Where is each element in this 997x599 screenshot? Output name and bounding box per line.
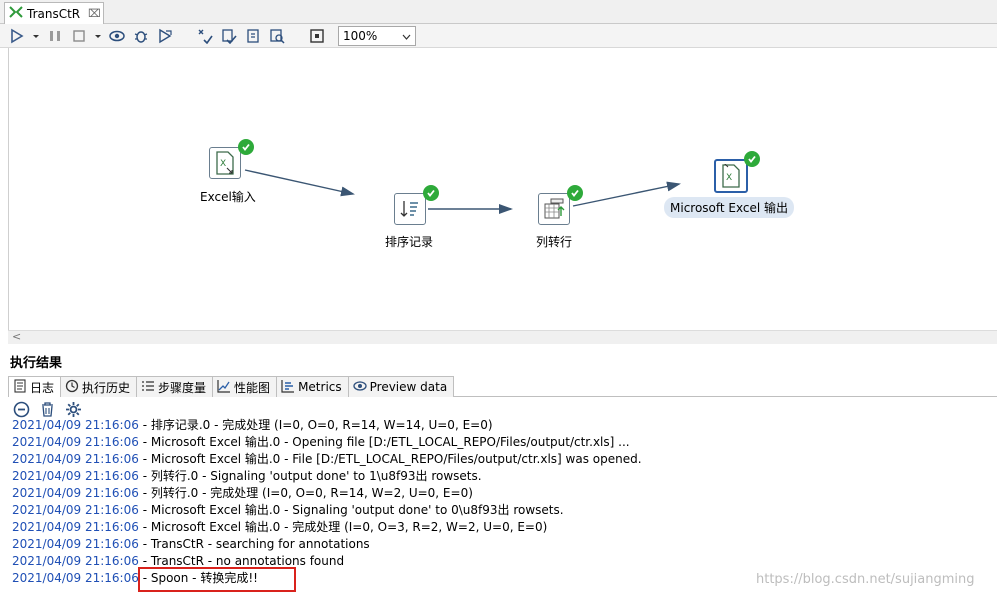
line-chart-icon	[217, 379, 231, 396]
watermark: https://blog.csdn.net/sujiangming	[756, 572, 975, 587]
hops-layer	[244, 169, 681, 214]
tab-step-metrics[interactable]: 步骤度量	[136, 376, 214, 397]
tab-label: 性能图	[234, 380, 271, 395]
fit-screen-icon[interactable]	[308, 27, 326, 45]
log-timestamp: 2021/04/09 21:16:06	[12, 435, 139, 449]
run-icon[interactable]	[8, 27, 26, 45]
scroll-left-icon[interactable]: <	[12, 330, 22, 343]
denormaliser-icon	[538, 193, 570, 225]
log-message: - Microsoft Excel 输出.0 - Signaling 'outp…	[138, 503, 564, 517]
tab-label: 日志	[30, 380, 55, 395]
log-timestamp: 2021/04/09 21:16:06	[12, 503, 139, 517]
log-line: 2021/04/09 21:16:06 - Microsoft Excel 输出…	[12, 434, 997, 451]
trash-icon[interactable]	[38, 400, 56, 418]
replay-icon[interactable]	[156, 27, 174, 45]
log-timestamp: 2021/04/09 21:16:06	[12, 520, 139, 534]
editor-tab-bar: TransCtR ⌧	[0, 0, 997, 24]
stop-icon[interactable]	[70, 27, 88, 45]
log-line: 2021/04/09 21:16:06 - TransCtR - no anno…	[12, 553, 997, 570]
log-timestamp: 2021/04/09 21:16:06	[12, 418, 139, 432]
log-line: 2021/04/09 21:16:06 - 排序记录.0 - 完成处理 (I=0…	[12, 417, 997, 434]
log-message: - 列转行.0 - Signaling 'output done' to 1\u…	[138, 469, 482, 483]
stop-dropdown-icon[interactable]	[94, 27, 102, 45]
sql-icon[interactable]	[244, 27, 262, 45]
tab-preview-data[interactable]: Preview data	[347, 376, 455, 397]
excel-file-icon: X	[209, 147, 241, 179]
tab-label: 步骤度量	[158, 380, 207, 395]
log-timestamp: 2021/04/09 21:16:06	[12, 537, 139, 551]
tab-title: TransCtR	[27, 6, 81, 21]
log-message: - Spoon - 转换完成!!	[138, 571, 258, 585]
log-timestamp: 2021/04/09 21:16:06	[12, 486, 139, 500]
numbered-list-icon	[141, 379, 155, 396]
log-line: 2021/04/09 21:16:06 - Microsoft Excel 输出…	[12, 519, 997, 536]
log-message: - Microsoft Excel 输出.0 - Opening file [D…	[138, 435, 630, 449]
excel-output-icon: X	[714, 159, 748, 193]
run-dropdown-icon[interactable]	[32, 27, 40, 45]
results-tabs: 日志 执行历史 步骤度量 性能图 Metrics Preview data	[8, 376, 997, 397]
log-message: - 排序记录.0 - 完成处理 (I=0, O=0, R=14, W=14, U…	[138, 418, 493, 432]
success-check-icon	[567, 185, 583, 201]
svg-text:X: X	[220, 159, 226, 169]
log-timestamp: 2021/04/09 21:16:06	[12, 571, 139, 585]
transformation-canvas[interactable]: X Excel输入 排序记录 列转行 X Micr	[8, 48, 997, 330]
pause-icon[interactable]	[46, 27, 64, 45]
hop-denorm-to-output[interactable]	[572, 181, 681, 207]
step-label: Excel输入	[200, 190, 256, 204]
log-timestamp: 2021/04/09 21:16:06	[12, 469, 139, 483]
success-check-icon	[238, 139, 254, 155]
tab-execution-history[interactable]: 执行历史	[60, 376, 138, 397]
debug-icon[interactable]	[132, 27, 150, 45]
log-line: 2021/04/09 21:16:06 - Microsoft Excel 输出…	[12, 502, 997, 519]
success-check-icon	[744, 151, 760, 167]
log-line: 2021/04/09 21:16:06 - 列转行.0 - Signaling …	[12, 468, 997, 485]
log-timestamp: 2021/04/09 21:16:06	[12, 554, 139, 568]
verify-icon[interactable]	[196, 27, 214, 45]
tab-label: Preview data	[369, 380, 448, 394]
explore-db-icon[interactable]	[268, 27, 286, 45]
log-message: - Microsoft Excel 输出.0 - File [D:/ETL_LO…	[138, 452, 642, 466]
log-line: 2021/04/09 21:16:06 - Microsoft Excel 输出…	[12, 451, 997, 468]
log-timestamp: 2021/04/09 21:16:06	[12, 452, 139, 466]
log-line: 2021/04/09 21:16:06 - Spoon - 转换完成!!	[12, 570, 997, 587]
impact-analysis-icon[interactable]	[220, 27, 238, 45]
preview-icon[interactable]	[108, 27, 126, 45]
tab-performance-graph[interactable]: 性能图	[212, 376, 278, 397]
svg-text:X: X	[726, 173, 732, 183]
clock-icon	[65, 379, 79, 396]
step-label: 排序记录	[385, 235, 434, 249]
log-icon	[13, 378, 27, 396]
close-tab-icon[interactable]: ⌧	[88, 7, 101, 20]
log-toolbar	[12, 400, 82, 418]
canvas-horizontal-scrollbar[interactable]: <	[8, 330, 997, 344]
tab-label: Metrics	[298, 380, 342, 394]
zoom-value: 100%	[343, 28, 378, 43]
results-title: 执行结果	[10, 356, 63, 371]
gear-icon[interactable]	[64, 400, 82, 418]
log-message: - 列转行.0 - 完成处理 (I=0, O=0, R=14, W=2, U=0…	[138, 486, 473, 500]
tab-label: 执行历史	[82, 380, 131, 395]
log-line: 2021/04/09 21:16:06 - TransCtR - searchi…	[12, 536, 997, 553]
log-message: - TransCtR - no annotations found	[138, 554, 345, 568]
tab-log[interactable]: 日志	[8, 376, 62, 397]
log-message: - TransCtR - searching for annotations	[138, 537, 370, 551]
hop-excel-to-sort[interactable]	[244, 169, 355, 197]
step-label: Microsoft Excel 输出	[664, 197, 795, 218]
tab-metrics[interactable]: Metrics	[276, 376, 349, 397]
metrics-icon	[281, 379, 295, 396]
transformation-icon	[9, 5, 23, 22]
chevron-down-icon	[402, 29, 411, 43]
zoom-select[interactable]: 100%	[338, 25, 416, 46]
highlight-box	[138, 567, 296, 592]
eye-icon	[352, 379, 367, 396]
toolbar: 100%	[0, 24, 997, 48]
step-label: 列转行	[536, 235, 573, 249]
sort-icon	[394, 193, 426, 225]
success-check-icon	[423, 185, 439, 201]
clear-log-icon[interactable]	[12, 400, 30, 418]
log-output[interactable]: 2021/04/09 21:16:06 - 排序记录.0 - 完成处理 (I=0…	[12, 417, 997, 587]
tab-transctr[interactable]: TransCtR ⌧	[4, 2, 104, 24]
log-message: - Microsoft Excel 输出.0 - 完成处理 (I=0, O=3,…	[138, 520, 548, 534]
log-line: 2021/04/09 21:16:06 - 列转行.0 - 完成处理 (I=0,…	[12, 485, 997, 502]
